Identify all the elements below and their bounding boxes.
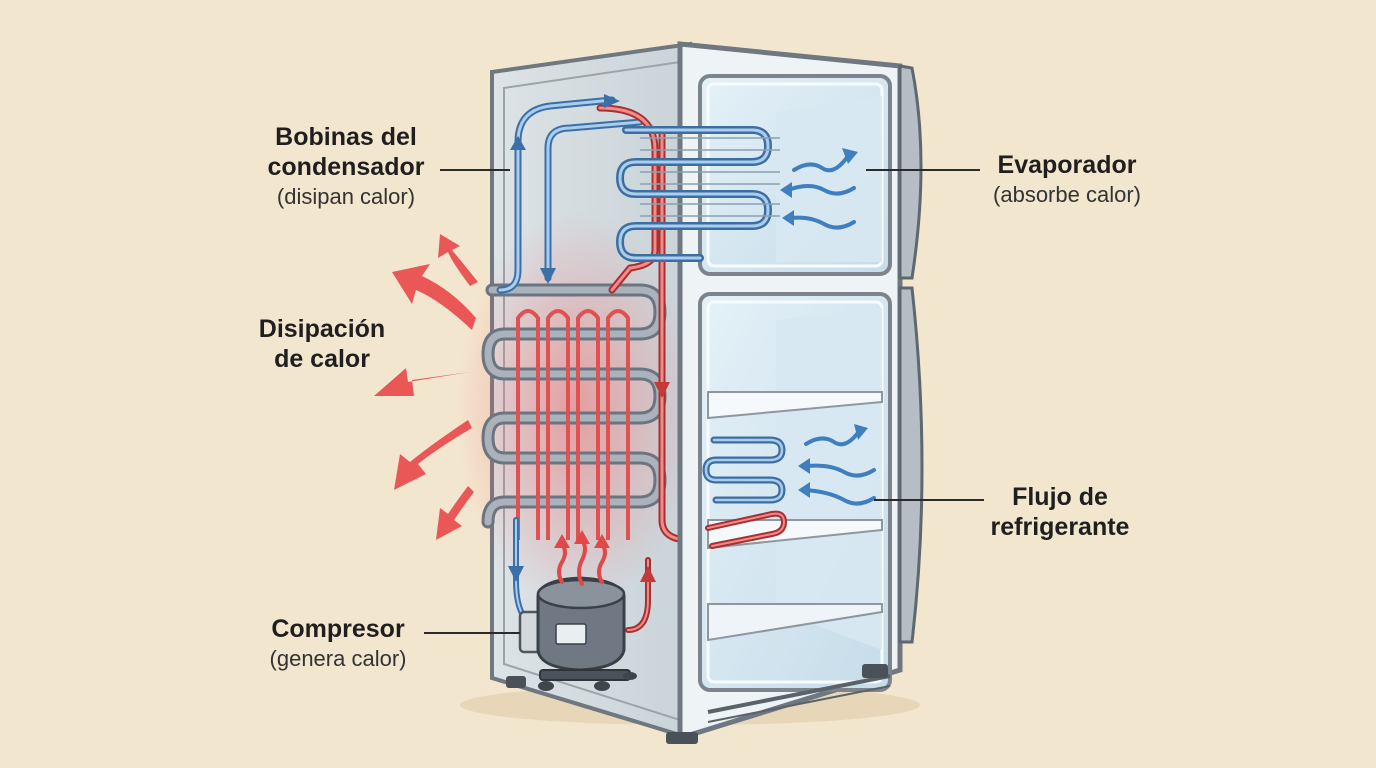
refrigerant-flow-label: Flujo de refrigerante [978, 482, 1142, 542]
evaporator-title: Evaporador [997, 151, 1137, 179]
condenser-title-line2: condensador [267, 153, 425, 181]
fridge-feet [506, 664, 888, 744]
evaporator-coils-freezer [615, 126, 773, 262]
compressor-subtitle: (genera calor) [269, 646, 407, 671]
compressor-label: Compresor (genera calor) [248, 614, 428, 674]
condenser-label: Bobinas del condensador (disipan calor) [252, 122, 440, 212]
heat-dissipation-line1: Disipación [258, 315, 386, 343]
heat-glow [455, 210, 695, 610]
hot-vertical-loops [516, 309, 630, 540]
evaporator-label: Evaporador (absorbe calor) [972, 150, 1162, 210]
compressor-heat-arrows [557, 538, 607, 586]
evaporator-coils-fridge [702, 436, 788, 549]
door-handles [898, 64, 924, 644]
compressor-title: Compresor [271, 615, 405, 643]
evaporator-subtitle: (absorbe calor) [993, 182, 1141, 207]
leader-lines [424, 169, 984, 634]
heat-dissipation-arrows [374, 234, 478, 540]
cold-air-arrowheads [780, 148, 868, 498]
shelf [707, 603, 883, 642]
heat-dissipation-line2: de calor [274, 345, 370, 373]
evaporator-fins [640, 137, 780, 217]
flow-arrowheads [508, 94, 698, 582]
heat-dissipation-label: Disipación de calor [242, 314, 402, 374]
compressor [518, 576, 637, 691]
fridge-front [677, 41, 903, 742]
condenser-subtitle: (disipan calor) [276, 184, 416, 209]
condenser-title-line1: Bobinas del [275, 123, 417, 151]
compressor-heat-arrowheads [554, 530, 610, 548]
refrigerant-flow-line1: Flujo de [1012, 483, 1108, 511]
cold-air-arrows [786, 154, 876, 506]
shelf [707, 391, 883, 420]
refrigerant-flow-line2: refrigerante [990, 513, 1130, 541]
